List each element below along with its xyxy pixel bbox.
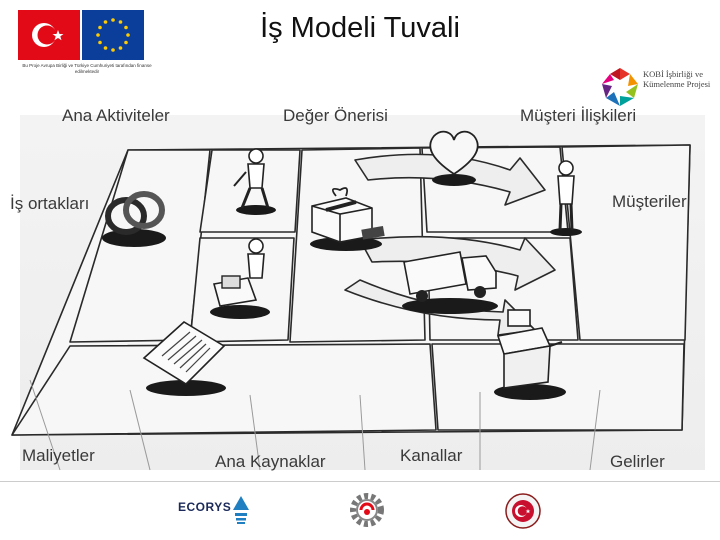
key-resources-label: Ana Kaynaklar <box>215 452 326 471</box>
title: İş Modeli Tuvali <box>260 12 460 44</box>
cost-structure-label: Maliyetler <box>22 446 95 465</box>
eu-star-icon <box>118 46 123 50</box>
worker-icon <box>233 148 276 215</box>
ecorys-logo-icon <box>233 496 249 524</box>
key-partners-label: İş ortakları <box>10 194 90 213</box>
gear-logo-icon <box>350 493 384 527</box>
ministry-seal-icon <box>505 493 541 529</box>
invoice-document-icon <box>142 321 226 396</box>
delivery-truck-icon <box>402 251 498 314</box>
eu-star-icon <box>111 48 115 52</box>
gift-box-icon <box>310 187 385 251</box>
eu-star-icon <box>111 18 115 22</box>
customer-person-icon <box>550 160 582 236</box>
eu-star-icon <box>98 25 102 30</box>
customer-relationships-label: Müşteri İlişkileri <box>520 106 637 125</box>
turkish-flag-icon <box>18 10 80 60</box>
footer-divider <box>0 481 720 482</box>
eu-star-icon <box>103 20 108 24</box>
eu-star-icon <box>126 33 130 37</box>
kobi-logo-text: KOBİ İşbirliği ve Kümelenme Projesi <box>643 69 711 89</box>
funding-note: Bu Proje Avrupa Birliği ve Türkiye Cumhu… <box>22 63 152 74</box>
key-activities-label: Ana Aktiviteler <box>62 106 170 125</box>
value-proposition-label: Değer Önerisi <box>283 106 388 125</box>
eu-star-icon <box>103 46 108 50</box>
customer-segments-label: Müşteriler <box>612 192 687 211</box>
ecorys-logo-text: ECORYS <box>178 500 232 514</box>
eu-star-icon <box>98 40 102 45</box>
channels-label: Kanallar <box>400 446 463 465</box>
eu-star-icon <box>96 33 100 37</box>
kobi-logo-icon <box>598 66 703 110</box>
eu-star-icon <box>124 25 128 30</box>
eu-flag-icon <box>82 10 144 60</box>
revenue-streams-label: Gelirler <box>610 452 665 471</box>
cash-register-icon <box>494 309 566 400</box>
heart-icon <box>429 130 479 186</box>
forklift-person-icon <box>210 238 270 319</box>
eu-star-icon <box>118 20 123 24</box>
rings-icon <box>102 191 166 247</box>
eu-star-icon <box>124 40 128 45</box>
